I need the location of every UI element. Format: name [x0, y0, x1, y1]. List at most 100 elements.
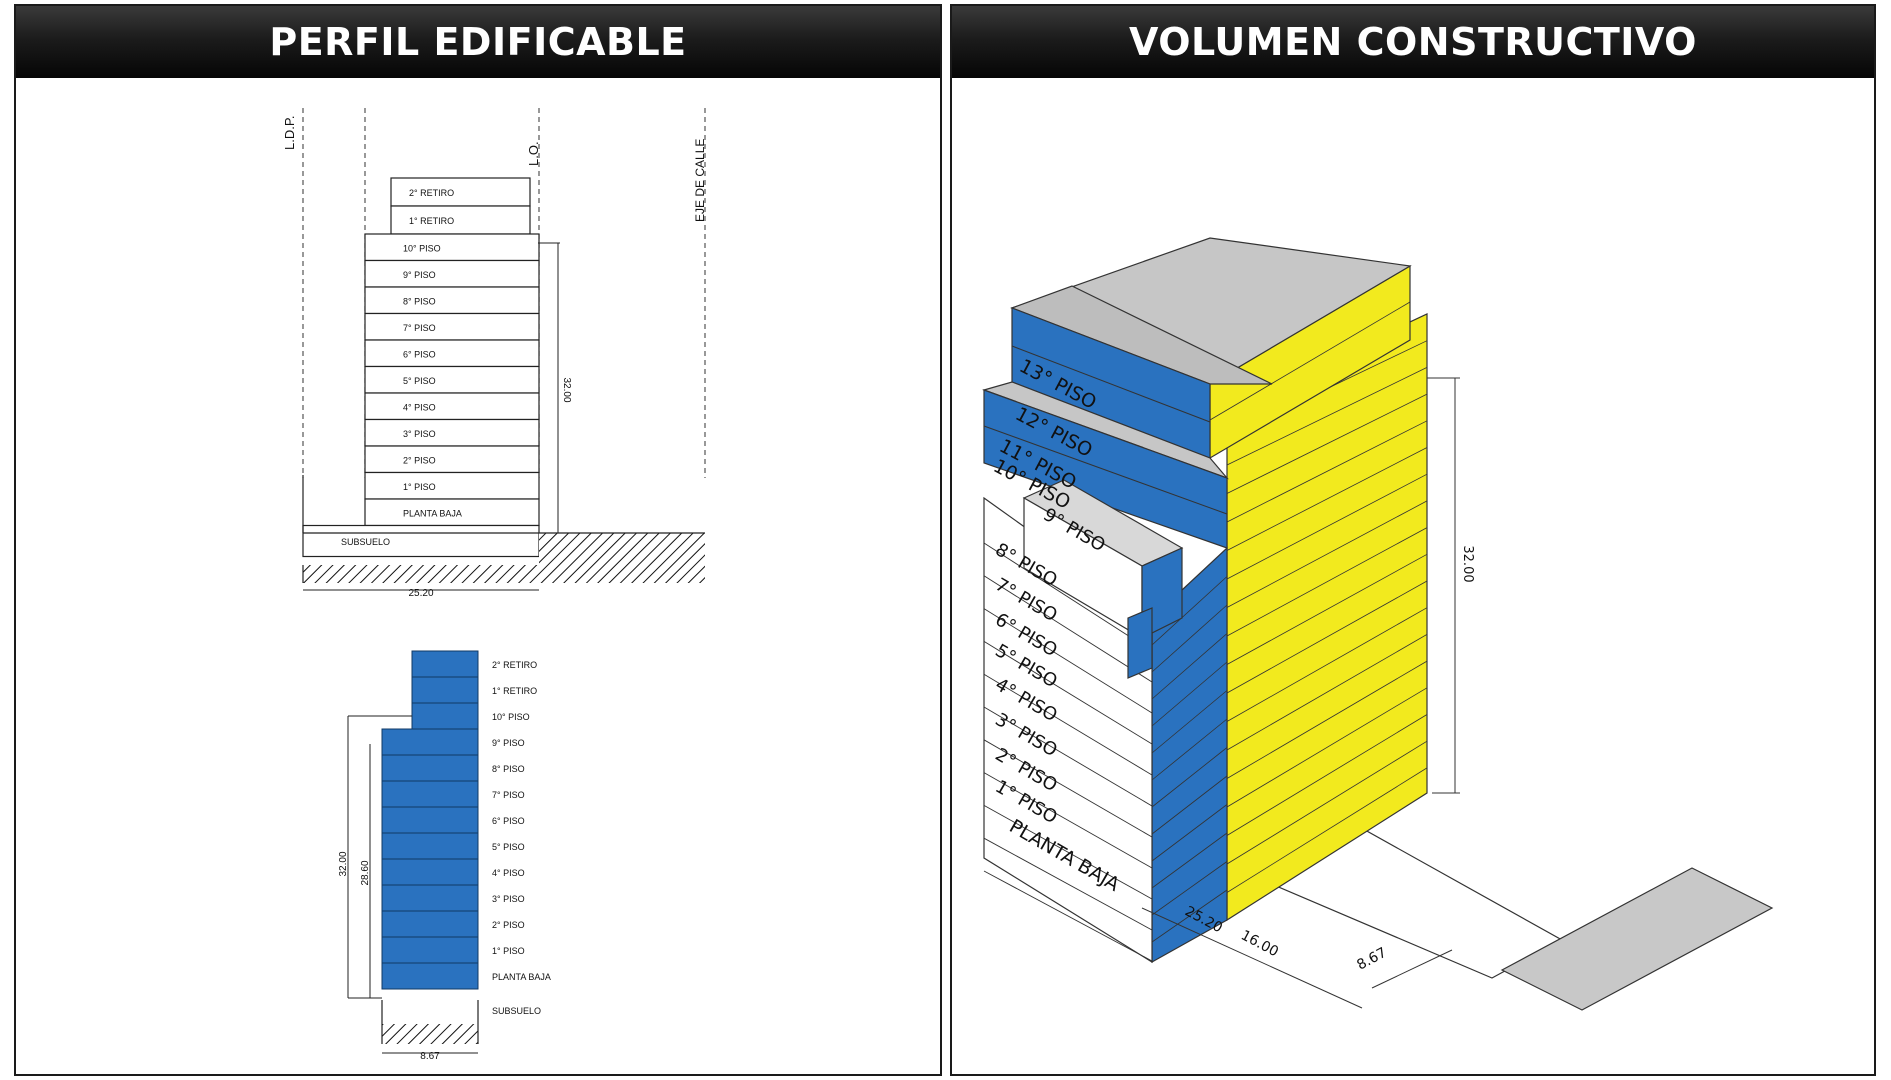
elevation-width-dim: 8.67 [420, 1051, 440, 1062]
yellow-floor-line [1226, 687, 1428, 808]
elevation-floor-box [381, 884, 479, 912]
section-floor-label: 1° RETIRO [409, 216, 454, 226]
lo-label: L.O. [526, 141, 541, 166]
section-floor-label: 4° PISO [403, 402, 436, 412]
volume-height-dim: 32.00 [1460, 545, 1475, 582]
white-floor-line [983, 837, 1153, 931]
yellow-floor-line [1226, 500, 1428, 608]
elevation-floor-label: 10° PISO [492, 712, 530, 722]
section-floor-label: PLANTA BAJA [403, 508, 462, 518]
blue-floor-line [1151, 576, 1228, 646]
elevation-floor-label: 9° PISO [492, 738, 525, 748]
blue-floor-line [1151, 690, 1228, 754]
blue-floor-line [1151, 889, 1228, 943]
blue-floor-line [1151, 861, 1228, 916]
section-height-dim: 32.00 [561, 377, 572, 402]
elevation-floor-label: 2° RETIRO [492, 660, 537, 670]
yellow-floor-line [1226, 607, 1428, 722]
section-floor-box [302, 524, 540, 558]
white-floor-line [983, 575, 1153, 683]
yellow-floor-line [1226, 473, 1428, 580]
blue-floor-line [1151, 604, 1228, 673]
volumen-constructivo-title: VOLUMEN CONSTRUCTIVO [952, 6, 1874, 78]
yellow-floor-line [1226, 367, 1428, 466]
blue-floor-line [983, 425, 1228, 515]
elevation-floor-box [381, 806, 479, 834]
elevation-floor-box [411, 650, 479, 678]
elevation-floor-box [381, 858, 479, 886]
volume-width-dim: 8.67 [1354, 945, 1389, 974]
section-floor-box [364, 471, 540, 500]
white-floor-line [983, 772, 1153, 869]
elevation-floor-label: PLANTA BAJA [492, 972, 551, 982]
section-floor-box [364, 339, 540, 368]
elevation-floor-box [381, 962, 479, 990]
section-floor-box [364, 418, 540, 447]
elevation-inner-dim: 28.60 [360, 860, 371, 885]
section-floor-box [364, 445, 540, 474]
blue-floor-line [1151, 804, 1228, 862]
blue-floor-line [1011, 345, 1211, 423]
perfil-edificable-title: PERFIL EDIFICABLE [16, 6, 940, 78]
depth-dim-line [1141, 907, 1363, 1009]
white-floor-line [983, 641, 1153, 745]
elevation-floor-label: 6° PISO [492, 816, 525, 826]
elevation-basement-hatch [382, 1024, 478, 1044]
street-hatch [539, 533, 705, 583]
section-floor-label: 3° PISO [403, 429, 436, 439]
yellow-floor-line [1226, 740, 1428, 865]
step-side-8 [1127, 607, 1153, 679]
elevation-outer-dim: 32.00 [338, 851, 349, 876]
elevation-floor-box [381, 728, 479, 756]
elevation-floor-label: 5° PISO [492, 842, 525, 852]
yellow-floor-line [1226, 420, 1428, 523]
yellow-floor-line [1226, 553, 1428, 665]
blue-floor-line [1151, 718, 1228, 781]
yellow-floor-line [1226, 527, 1428, 637]
white-floor-line [983, 870, 1153, 962]
street-strip [1500, 867, 1774, 1011]
perfil-edificable-panel: PERFIL EDIFICABLE L.D.P. L.O. EJE DE CAL… [14, 4, 942, 1076]
section-width-dim: 25.20 [408, 588, 433, 599]
elevation-floor-box [381, 936, 479, 964]
section-floor-box [364, 498, 540, 527]
yellow-floor-line [1226, 660, 1428, 779]
section-floor-label: 2° RETIRO [409, 188, 454, 198]
section-floor-label: 6° PISO [403, 349, 436, 359]
elevation-floor-label: 1° PISO [492, 946, 525, 956]
section-floor-box [364, 286, 540, 315]
blue-floor-line [1151, 633, 1228, 700]
elevation-floor-label: 8° PISO [492, 764, 525, 774]
blue-floor-line [1151, 775, 1228, 835]
section-floor-label: 2° PISO [403, 455, 436, 465]
white-floor-line [983, 739, 1153, 838]
section-floor-label: 1° PISO [403, 482, 436, 492]
yellow-floor-line [1226, 393, 1428, 494]
elevation-floor-box [411, 676, 479, 704]
section-floor-label: 8° PISO [403, 296, 436, 306]
blue-floor-line [1151, 832, 1228, 889]
section-floor-box [364, 233, 540, 262]
elevation-floor-box [381, 910, 479, 938]
subsuelo-hatch [303, 565, 539, 583]
white-floor-line [983, 608, 1153, 714]
yellow-floor-line [1226, 634, 1428, 751]
white-floor-line [983, 805, 1153, 900]
yellow-floor-line [1209, 301, 1411, 421]
section-floor-label: 5° PISO [403, 376, 436, 386]
elevation-floor-box [381, 832, 479, 860]
yellow-floor-line [1226, 767, 1428, 893]
elevation-floor-label: 1° RETIRO [492, 686, 537, 696]
width-dim-line [1371, 949, 1453, 989]
section-floor-box [364, 365, 540, 394]
yellow-floor-line [1226, 447, 1428, 551]
white-floor-line [983, 542, 1153, 652]
section-floor-box [364, 259, 540, 288]
section-floor-box [364, 392, 540, 421]
ldp-label: L.D.P. [282, 116, 297, 150]
elevation-floor-box [381, 780, 479, 808]
